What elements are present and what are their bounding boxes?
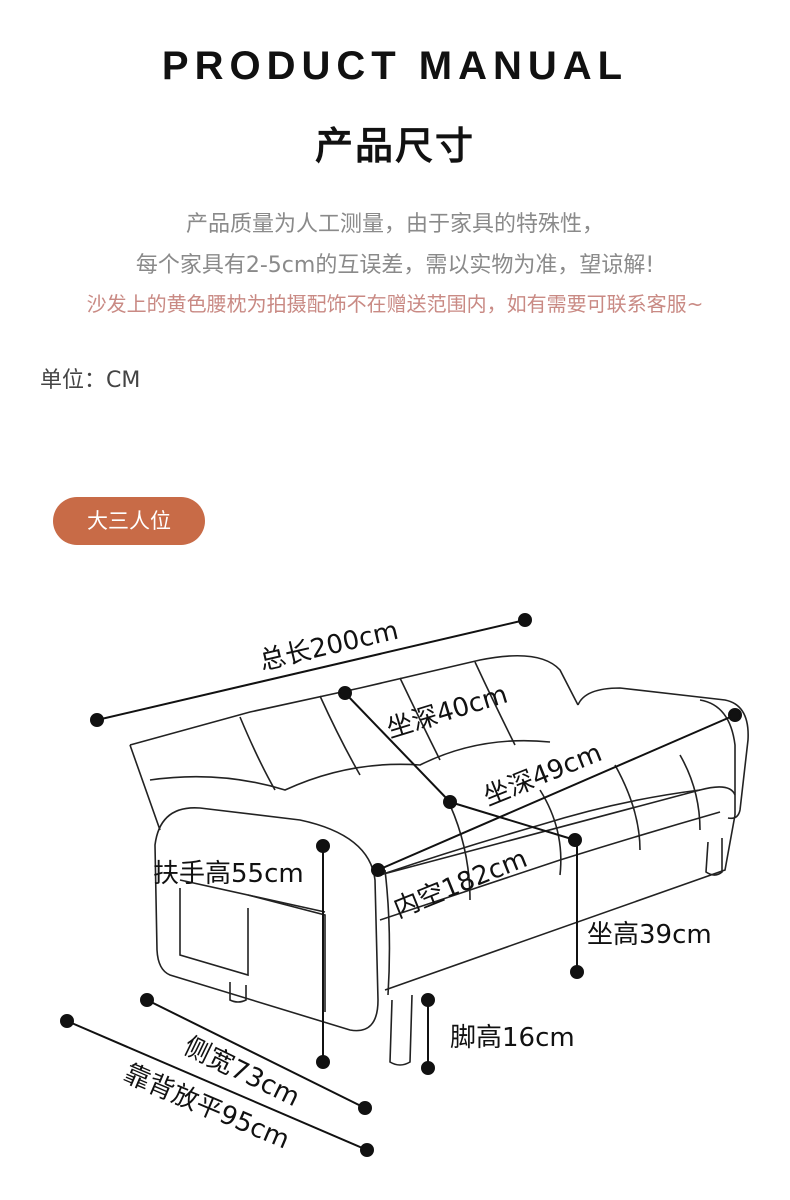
armrest-height-label: 扶手高55cm [153, 859, 304, 889]
dimension-lines [60, 613, 742, 1157]
sofa-icon [129, 655, 749, 1066]
total-length-label: 总长200cm [257, 616, 401, 677]
page-title-cn: 产品尺寸 [314, 124, 475, 168]
measurement-note-line2: 每个家具有2-5cm的互误差，需以实物为准，望谅解! [135, 253, 655, 278]
seat-height-label: 坐高39cm [587, 920, 712, 950]
seat-depth-40-label: 坐深40cm [383, 680, 511, 745]
measurement-note-line1: 产品质量为人工测量，由于家具的特殊性， [185, 212, 604, 237]
seat-depth-49-label: 坐深49cm [479, 738, 606, 813]
sofa-dimension-diagram: 总长200cm 坐深40cm 坐深49cm 内空182cm 扶手高55cm 坐高… [60, 613, 749, 1157]
pillow-note: 沙发上的黄色腰枕为拍摄配饰不在赠送范围内，如有需要可联系客服~ [86, 292, 704, 316]
page-title-en: PRODUCT MANUAL [161, 44, 629, 88]
size-badge: 大三人位 [53, 497, 205, 545]
leg-height-label: 脚高16cm [450, 1023, 575, 1053]
unit-label: 单位：CM [40, 368, 141, 393]
